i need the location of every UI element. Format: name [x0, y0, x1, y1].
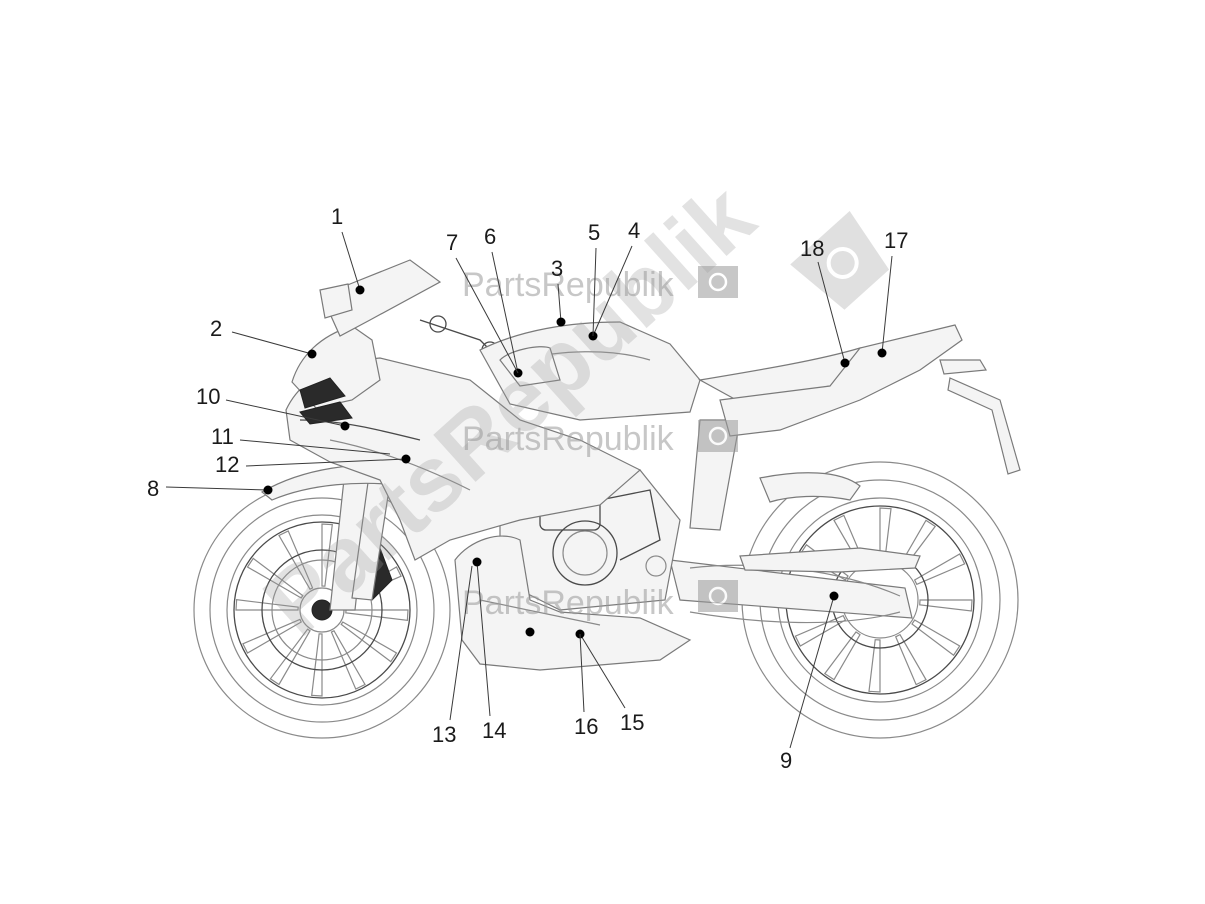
callout-12-leader: [245, 458, 407, 467]
wheel-spoke: [246, 557, 304, 599]
callout-16-marker-secondary: [525, 627, 535, 637]
callout-1-label: 1: [331, 204, 343, 229]
callout-6-leader: [491, 251, 519, 374]
callout-11-leader: [239, 439, 391, 455]
lower-fairing: [454, 535, 692, 671]
callout-13-label: 13: [432, 722, 456, 747]
wheel-spoke: [242, 618, 303, 654]
watermark-text-1: PartsRepublik: [462, 266, 675, 304]
gear-icon: [790, 210, 890, 310]
watermark-text-3: PartsRepublik: [462, 584, 675, 622]
wheel-spoke: [894, 633, 927, 686]
callout-5-leader: [592, 247, 597, 337]
gear-icon: [698, 580, 738, 612]
wheel-spoke: [340, 621, 398, 663]
callout-2-label: 2: [210, 316, 222, 341]
windscreen: [321, 259, 442, 337]
callout-18-label: 18: [800, 236, 824, 261]
license-plate-holder: [947, 377, 1021, 475]
callout-17-leader: [881, 255, 893, 354]
callout-12-label: 12: [215, 452, 239, 477]
callout-14-label: 14: [482, 718, 506, 743]
callout-3-leader: [557, 283, 562, 323]
wheel-spoke: [321, 523, 333, 587]
callout-7-leader: [455, 257, 519, 374]
wheel-spoke: [278, 530, 314, 591]
callout-8-label: 8: [147, 476, 159, 501]
callouts: 1 2 3 4 5 6 7 8 9 10: [147, 204, 908, 773]
callout-17-marker: [877, 348, 887, 358]
gear-icon: [698, 266, 738, 298]
callout-14-leader: [476, 561, 491, 717]
wheel-spoke: [794, 614, 847, 647]
callout-9-leader: [789, 595, 835, 749]
callout-13-leader: [449, 565, 473, 721]
callout-14-marker: [472, 557, 482, 567]
wheel-spoke: [311, 633, 323, 697]
callout-18-leader: [817, 261, 846, 364]
callout-9-marker: [829, 591, 839, 601]
wheel-spoke: [823, 631, 861, 681]
wheel-spoke: [235, 599, 299, 611]
callout-2-leader: [231, 331, 313, 355]
callout-4-leader: [592, 245, 633, 337]
callout-18-marker: [840, 358, 850, 368]
callout-8-leader: [165, 486, 269, 491]
callout-6-label: 6: [484, 224, 496, 249]
callout-7-label: 7: [446, 230, 458, 255]
wheel-spoke: [868, 639, 881, 693]
callout-1-leader: [341, 231, 361, 291]
wheel-spoke: [330, 629, 366, 690]
callout-10-label: 10: [196, 384, 220, 409]
callout-10-marker: [340, 421, 350, 431]
front-fork: [329, 467, 393, 611]
wheel-spoke: [913, 553, 966, 586]
callout-1-marker: [355, 285, 365, 295]
callout-17-label: 17: [884, 228, 908, 253]
chain-guard: [739, 547, 921, 573]
callout-15-label: 15: [620, 710, 644, 735]
callout-16-label: 16: [574, 714, 598, 739]
fuel-tank: [479, 321, 701, 421]
wheel-spoke: [911, 619, 961, 657]
front-brake-disc: [261, 549, 383, 671]
callout-9-label: 9: [780, 748, 792, 773]
callout-4-label: 4: [628, 218, 640, 243]
tail-light: [939, 359, 988, 375]
mirror: [319, 283, 353, 319]
callout-3-label: 3: [551, 256, 563, 281]
wheel-spoke: [345, 609, 409, 621]
callout-11-label: 11: [211, 424, 234, 449]
callout-12-marker: [401, 454, 411, 464]
wheel-spoke: [269, 628, 311, 686]
wheel-spoke: [919, 599, 973, 612]
callout-3-marker: [556, 317, 566, 327]
callout-5-label: 5: [588, 220, 600, 245]
callout-8-marker: [263, 485, 273, 495]
watermark-text-2: PartsRepublik: [462, 420, 675, 458]
callout-15-leader: [579, 633, 626, 709]
gear-icon: [698, 420, 738, 452]
callout-10-leader: [225, 399, 346, 427]
callout-16-leader: [579, 633, 585, 713]
rear-hugger: [759, 472, 861, 503]
callout-2-marker: [307, 349, 317, 359]
